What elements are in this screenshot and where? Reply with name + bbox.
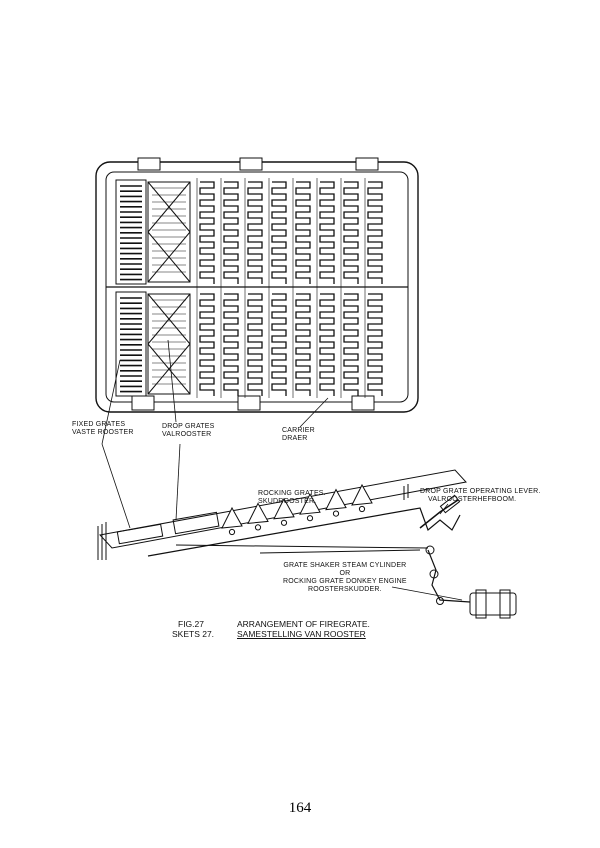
rocking-grate-finger — [319, 181, 335, 284]
fixed-grate-panel — [115, 179, 147, 285]
label-fixed-grates-en: FIXED GRATES — [72, 421, 126, 428]
figure-title-en: ARRANGEMENT OF FIREGRATE. — [237, 619, 370, 629]
rocking-grate-finger — [367, 293, 383, 396]
label-rocking-grates-en: ROCKING GRATES. — [258, 490, 326, 497]
rocking-grate-finger — [343, 181, 359, 284]
pivot-pin — [358, 505, 366, 513]
pivot-pin — [228, 528, 236, 536]
label-shaker-line4: ROOSTERSKUDDER. — [307, 586, 382, 593]
label-fixed-grates-nl: VASTE ROOSTER — [72, 429, 134, 436]
drop-grate-panel — [147, 181, 191, 283]
drop-grate-brace — [147, 293, 191, 345]
leader-drop-grates-plan — [167, 339, 177, 423]
rocking-grate-finger — [271, 293, 287, 396]
leader-fixed-grates-plan — [101, 359, 121, 445]
rocking-grate-finger — [223, 181, 239, 284]
label-drop-grates-nl: VALROOSTER — [162, 431, 212, 438]
fixed-grate-side — [116, 523, 164, 545]
linkage-pin — [425, 545, 435, 555]
rocking-grate-finger — [247, 293, 263, 396]
rocking-grate-finger — [319, 293, 335, 396]
shaker-cylinder-flange — [499, 589, 511, 619]
grate-plan-view — [95, 157, 419, 413]
label-drop-grates-en: DROP GRATES — [162, 423, 215, 430]
figure-number-en: FIG.27 — [178, 619, 204, 629]
connecting-rod — [175, 544, 429, 549]
label-grate-shaker: GRATE SHAKER STEAM CYLINDER OR ROCKING G… — [283, 562, 407, 594]
rocking-grate-section — [325, 488, 347, 511]
label-shaker-line1: GRATE SHAKER STEAM CYLINDER — [283, 562, 407, 569]
rocking-grate-section — [351, 483, 373, 506]
label-rocking-grates: ROCKING GRATES. SKUDROOSTER. — [258, 490, 326, 506]
figure-number: FIG.27 SKETS 27. — [172, 619, 214, 639]
label-carrier-en: CARRIER — [282, 427, 315, 434]
label-drop-grate-lever-en: DROP GRATE OPERATING LEVER. — [420, 488, 541, 495]
rocking-grate-section — [273, 497, 295, 520]
figure-title: ARRANGEMENT OF FIREGRATE. SAMESTELLING V… — [237, 619, 370, 639]
drop-grate-brace — [147, 181, 191, 233]
label-shaker-line2: OR — [339, 570, 351, 577]
drop-grate-panel — [147, 293, 191, 395]
label-carrier-nl: DRAER — [282, 435, 308, 442]
label-drop-grate-lever: DROP GRATE OPERATING LEVER. VALROOSTERHE… — [420, 488, 541, 504]
pivot-pin — [280, 519, 288, 526]
label-fixed-grates: FIXED GRATES VASTE ROOSTER — [72, 421, 134, 437]
mounting-lug-bottom — [351, 395, 375, 411]
drop-grate-side — [172, 511, 220, 535]
label-drop-grate-lever-nl: VALROOSTERHEFBOOM. — [428, 496, 517, 503]
page-number: 164 — [288, 800, 312, 816]
label-carrier: CARRIER DRAER — [282, 427, 315, 443]
drop-grate-lever-arm — [419, 499, 459, 529]
leader-lever — [439, 503, 449, 515]
pivot-pin — [332, 510, 340, 517]
figure-number-nl: SKETS 27. — [172, 629, 215, 639]
leader-drop-grates — [175, 443, 181, 521]
rocking-grate-finger — [223, 293, 239, 396]
leader-fixed-grates — [101, 443, 131, 529]
label-drop-grates: DROP GRATES VALROOSTER — [162, 423, 215, 439]
rocking-grate-finger — [295, 181, 311, 284]
pivot-pin — [254, 524, 262, 531]
mounting-lug-bottom — [131, 395, 155, 411]
shaker-cylinder-flange — [475, 589, 487, 619]
rocking-grate-finger — [199, 181, 215, 284]
rocking-grate-section — [221, 506, 243, 529]
grate-side-view — [97, 469, 517, 619]
shaker-linkage — [427, 549, 471, 603]
linkage-pin — [436, 597, 444, 605]
fixed-grate-panel — [115, 291, 147, 397]
rocking-grate-section — [247, 502, 269, 524]
mounting-lug-top — [239, 157, 263, 171]
rocking-grate-finger — [271, 181, 287, 284]
label-shaker-line3: ROCKING GRATE DONKEY ENGINE — [283, 578, 407, 585]
mounting-lug-top — [137, 157, 161, 171]
drop-grate-lever-handle — [439, 494, 461, 514]
rocking-grate-finger — [247, 181, 263, 284]
rocking-grate-finger — [295, 293, 311, 396]
leader-carrier — [299, 397, 329, 428]
rocking-grate-finger — [343, 293, 359, 396]
pivot-pin — [306, 515, 314, 522]
rocking-grate-finger — [199, 293, 215, 396]
drop-grate-brace — [147, 343, 191, 395]
connecting-rod-lower — [259, 549, 421, 554]
mounting-lug-bottom — [237, 395, 261, 411]
leader-lines — [101, 339, 463, 601]
rocking-grate-finger — [367, 181, 383, 284]
leader-shaker — [391, 586, 463, 601]
label-rocking-grates-nl: SKUDROOSTER. — [258, 498, 317, 505]
figure-title-nl: SAMESTELLING VAN ROOSTER — [237, 629, 366, 639]
linkage-pin — [429, 569, 439, 579]
drop-grate-brace — [147, 231, 191, 283]
mounting-lug-top — [355, 157, 379, 171]
grate-side-rail — [147, 507, 461, 557]
shaker-cylinder — [469, 592, 517, 616]
rocking-grate-section — [299, 493, 321, 515]
